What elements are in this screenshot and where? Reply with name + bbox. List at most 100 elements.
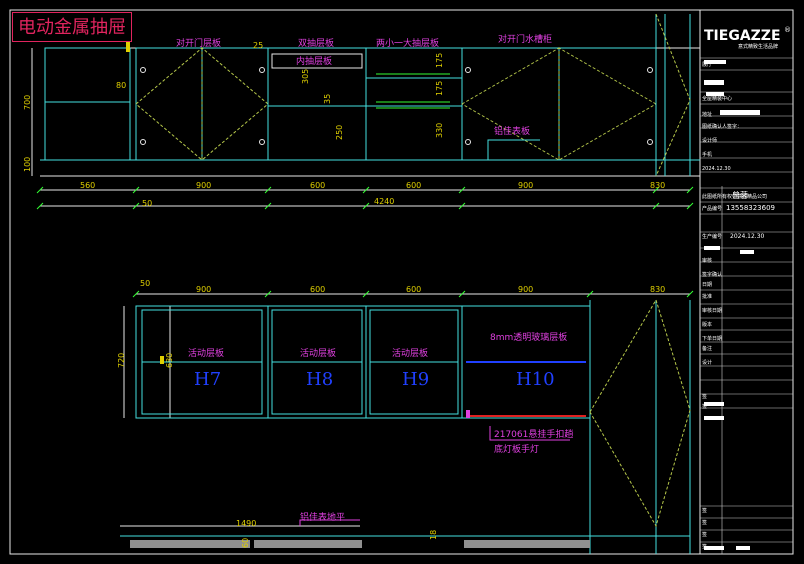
left-cabinet [44, 47, 131, 161]
dim-720: 720 [117, 353, 126, 368]
title-fill-block [704, 60, 726, 64]
brand-tagline: 意式精致生活品牌 [738, 43, 778, 50]
bwidth-900-a: 900 [196, 285, 211, 294]
title-fill-block [706, 92, 724, 96]
strip-leader [299, 519, 360, 526]
title-row-label: 签 [702, 531, 707, 538]
title-fill-block [720, 110, 760, 115]
title-row-label: 签 [702, 519, 707, 526]
door-swing-1 [135, 46, 203, 162]
label-double-drawer: 双抽层板 [298, 37, 334, 49]
dim-305: 305 [301, 69, 310, 84]
knob [465, 67, 471, 73]
hinge-marker [126, 42, 130, 52]
title-row-label: 签 [702, 507, 707, 514]
knob [140, 139, 146, 145]
dim-tick [458, 202, 466, 210]
bottom-dim-ticks [132, 290, 694, 298]
shelf-label-h10: 8mm透明玻璃层板 [490, 331, 567, 343]
title-row-label: 手机 [702, 151, 712, 158]
width-600-a: 600 [310, 181, 325, 190]
dim-tick [686, 186, 694, 194]
title-row-label: 备注 [702, 345, 712, 352]
dim-700: 700 [23, 95, 32, 110]
dim-tick [132, 290, 140, 298]
bwidth-900-b: 900 [518, 285, 533, 294]
label-small-big-drawer: 两小一大抽层板 [376, 37, 439, 49]
dim-175b: 175 [435, 81, 444, 96]
bottom-strip: 1490 60 18 铝佳表地平 [120, 511, 690, 548]
leader-pin [466, 410, 470, 418]
title-fill-block [704, 246, 720, 250]
drawer-cabinet-2 [365, 47, 463, 161]
label-inner-drawer: 内抽层板 [296, 55, 332, 67]
dim-tick [264, 186, 272, 194]
dim-35: 35 [323, 94, 332, 104]
offset-50-top: 50 [142, 199, 152, 208]
dim-175a: 175 [435, 53, 444, 68]
bwidth-600-b: 600 [406, 285, 421, 294]
cabinet-id-h10: H10 [516, 369, 555, 390]
total-4240: 4240 [374, 197, 394, 206]
dim-tick [132, 186, 140, 194]
title-block: TIEGAZZE ® 意式精致生活品牌 展厅全屋精装中心地址图纸确认人签字：设计… [700, 26, 793, 554]
title-fill-block [736, 546, 750, 550]
drawing-date: 2024.12.30 [730, 233, 765, 240]
note-leader [489, 426, 570, 441]
strip-base-a [130, 540, 250, 548]
width-830: 830 [650, 181, 665, 190]
dim-tick [458, 186, 466, 194]
brand-registered: ® [784, 26, 791, 34]
title-row-label: 签字确认 [702, 271, 722, 278]
door-swing-3 [461, 47, 560, 161]
width-900-a: 900 [196, 181, 211, 190]
dim-680: 680 [165, 353, 174, 368]
note-light: 底灯板手灯 [494, 443, 539, 455]
title-fill-block [704, 80, 724, 85]
strip-label: 铝佳表地平 [300, 511, 345, 523]
note-handle: 217061悬挂手扣趟 [494, 428, 573, 440]
title-row-label: 日期 [702, 282, 712, 288]
door-swing-4 [558, 47, 657, 161]
dim-tick [362, 186, 370, 194]
knob [647, 67, 653, 73]
designer-phone: 13558323609 [726, 204, 775, 212]
dim-250: 250 [335, 125, 344, 140]
dim-tick [36, 202, 44, 210]
door-swing-2 [201, 46, 269, 162]
dim-tick [652, 202, 660, 210]
width-560: 560 [80, 181, 95, 190]
cabinet-id-h7: H7 [194, 369, 221, 390]
dim-tick [586, 290, 594, 298]
dim-tick [132, 202, 140, 210]
offset-50-bottom: 50 [140, 279, 150, 288]
title-row-label: 版本 [702, 321, 712, 328]
title-row-label: 地址 [702, 111, 712, 118]
title-row-label: 展厅 [702, 62, 712, 68]
strip-18: 18 [429, 530, 438, 540]
bwidth-600-a: 600 [310, 285, 325, 294]
width-900-b: 900 [518, 181, 533, 190]
inner-drawer [271, 53, 363, 69]
title-row-label: 设计师 [702, 137, 717, 144]
label-door-shelf: 对开门层板 [176, 37, 221, 49]
bwidth-830: 830 [650, 285, 665, 294]
dim-tick [686, 290, 694, 298]
bottom-elevation: 50 900 600 600 900 830 720 680 [117, 279, 694, 554]
title-row-label: 批准 [702, 293, 712, 300]
title-row-label: 全屋精装中心 [702, 95, 732, 102]
title-row-label: 签 [702, 403, 707, 410]
designer-name: 曾蓉 [732, 190, 748, 200]
title-row-label: 审核日期 [702, 307, 722, 314]
dim-25: 25 [253, 41, 263, 50]
title-fill-block [704, 402, 724, 406]
dim-330: 330 [435, 123, 444, 138]
title-row-label: 图纸确认人签字： [702, 123, 742, 130]
title-row-label: 审核 [702, 257, 712, 264]
dim-tick [652, 186, 660, 194]
dim-tick [264, 202, 272, 210]
knob [465, 139, 471, 145]
title-row-label: 签 [702, 393, 707, 400]
width-600-b: 600 [406, 181, 421, 190]
